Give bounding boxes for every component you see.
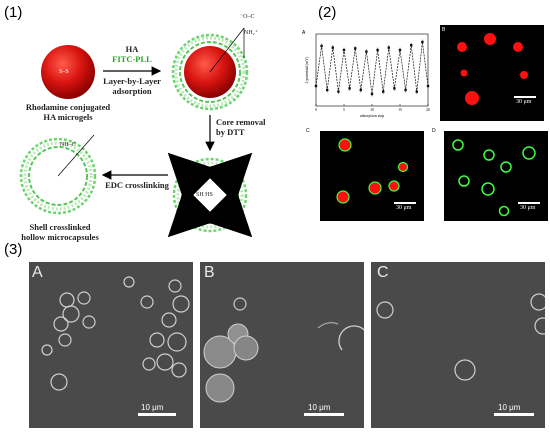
data-point [354, 47, 357, 50]
arrow1-lbl-line1: Layer-by-Layer [103, 76, 161, 86]
final-caption: Shell crosslinked hollow microcapsules [0, 222, 120, 242]
em-scalebar-b-label: 10 μm [308, 403, 331, 412]
em-a-canvas [41, 276, 190, 391]
data-point [415, 90, 418, 93]
scalebar-c [394, 202, 416, 204]
nh2-label: NH₂⁺ [244, 30, 258, 36]
x-tick-label: 5 [343, 108, 345, 112]
data-point [337, 90, 340, 93]
data-point [348, 87, 351, 90]
em-tag-a: A [32, 264, 43, 281]
em-image-b: B 10 μm [200, 262, 367, 428]
x-tick-label: 20 [426, 108, 430, 112]
fluor-tag-d: D [432, 128, 436, 134]
arrow1-bottom-text: Layer-by-Layer adsorption [95, 76, 169, 96]
data-point [393, 87, 396, 90]
em-scalebar-a [138, 413, 176, 416]
arrow1-top-text: HA FITC-PLL [102, 44, 162, 64]
data-point [426, 84, 430, 88]
data-point [342, 48, 346, 52]
data-point [376, 48, 379, 52]
scalebar-d-label: 30 μm [520, 205, 536, 211]
em-image-a: A 10 μm [29, 262, 193, 428]
data-point [410, 44, 413, 47]
core-ss-label: S–S [59, 69, 69, 75]
red-particle [465, 91, 479, 105]
red-particle [457, 42, 467, 52]
arrow1-fitc-label: FITC-PLL [112, 54, 152, 64]
x-axis-label: adsorption step [360, 113, 384, 118]
fluor-tag-b: B [442, 27, 446, 33]
scalebar-d [518, 202, 540, 204]
data-point [398, 48, 402, 52]
em-b-canvas [203, 297, 367, 403]
core-caption: Rhodamine conjugated HA microgels [8, 102, 128, 122]
fluor-c-canvas [336, 138, 409, 204]
hollow-microcapsule [19, 134, 97, 215]
arrow1-lbl-line2: adsorption [112, 86, 152, 96]
red-particle [484, 33, 496, 45]
arrow2-lbl-line2: by DTT [216, 127, 245, 137]
chart-tag-a: A [302, 30, 306, 36]
coated-microgel [171, 27, 249, 111]
em-tag-c: C [377, 264, 389, 281]
data-point [314, 84, 318, 88]
data-point [331, 46, 334, 49]
arrow2-text: Core removal by DTT [216, 117, 286, 137]
core-caption-line1: Rhodamine conjugated [25, 102, 111, 112]
fluor-image-c: 30 μm [320, 131, 424, 221]
data-point [370, 92, 374, 96]
data-point [365, 50, 368, 53]
fluor-image-d: 30 μm [444, 131, 548, 221]
scalebar-c-label: 30 μm [396, 205, 412, 211]
amide-label: NH–C [60, 142, 76, 148]
scalebar-b-label: 30 μm [516, 99, 532, 105]
x-tick-label: 0 [315, 108, 317, 112]
em-scalebar-c-label: 10 μm [498, 403, 521, 412]
x-tick-label: 15 [398, 108, 402, 112]
scalebar-b [514, 96, 536, 98]
em-scalebar-b [304, 413, 344, 416]
arrow3-text: EDC crosslinking [105, 180, 169, 190]
red-particle [460, 69, 468, 77]
em-tag-b: B [204, 264, 215, 281]
zeta-potential-chart: 0 5 10 15 20 adsorption step ζ-potential (mV) [304, 33, 430, 118]
final-caption-line2: hollow microcapsules [21, 232, 99, 242]
panel-label-3: (3) [4, 241, 23, 258]
data-point [326, 88, 329, 92]
x-tick-label: 10 [370, 108, 374, 112]
data-point [387, 46, 390, 49]
fluor-tag-c: C [306, 128, 310, 134]
fluor-image-b: 30 μm [440, 25, 544, 121]
em-scalebar-c [494, 413, 534, 416]
fluor-d-canvas [452, 139, 536, 217]
arrow2-lbl-line1: Core removal [216, 117, 266, 127]
data-point [359, 88, 362, 92]
red-particle [513, 42, 523, 52]
em-image-c: C 10 μm [371, 262, 550, 428]
scheme-diagram [19, 27, 253, 238]
data-point [421, 40, 424, 44]
zeta-series-line [315, 41, 429, 95]
panel-label-1: (1) [4, 4, 23, 21]
ha-microgel-core [41, 45, 95, 99]
data-point [320, 44, 323, 48]
data-point [382, 90, 385, 93]
arrow1-ha-label: HA [125, 44, 139, 54]
dissolving-microgel [167, 152, 253, 238]
red-particle [520, 71, 528, 79]
thiol-label: SH HS [196, 192, 213, 198]
final-caption-line1: Shell crosslinked [29, 222, 91, 232]
y-axis-label: ζ-potential (mV) [304, 56, 309, 83]
core-caption-line2: HA microgels [43, 112, 93, 122]
carboxylate-label: ⁻O–C [240, 14, 255, 20]
panel-label-2: (2) [318, 4, 337, 21]
data-point [404, 88, 407, 92]
em-scalebar-a-label: 10 μm [141, 403, 164, 412]
fluor-b-canvas [457, 33, 528, 105]
